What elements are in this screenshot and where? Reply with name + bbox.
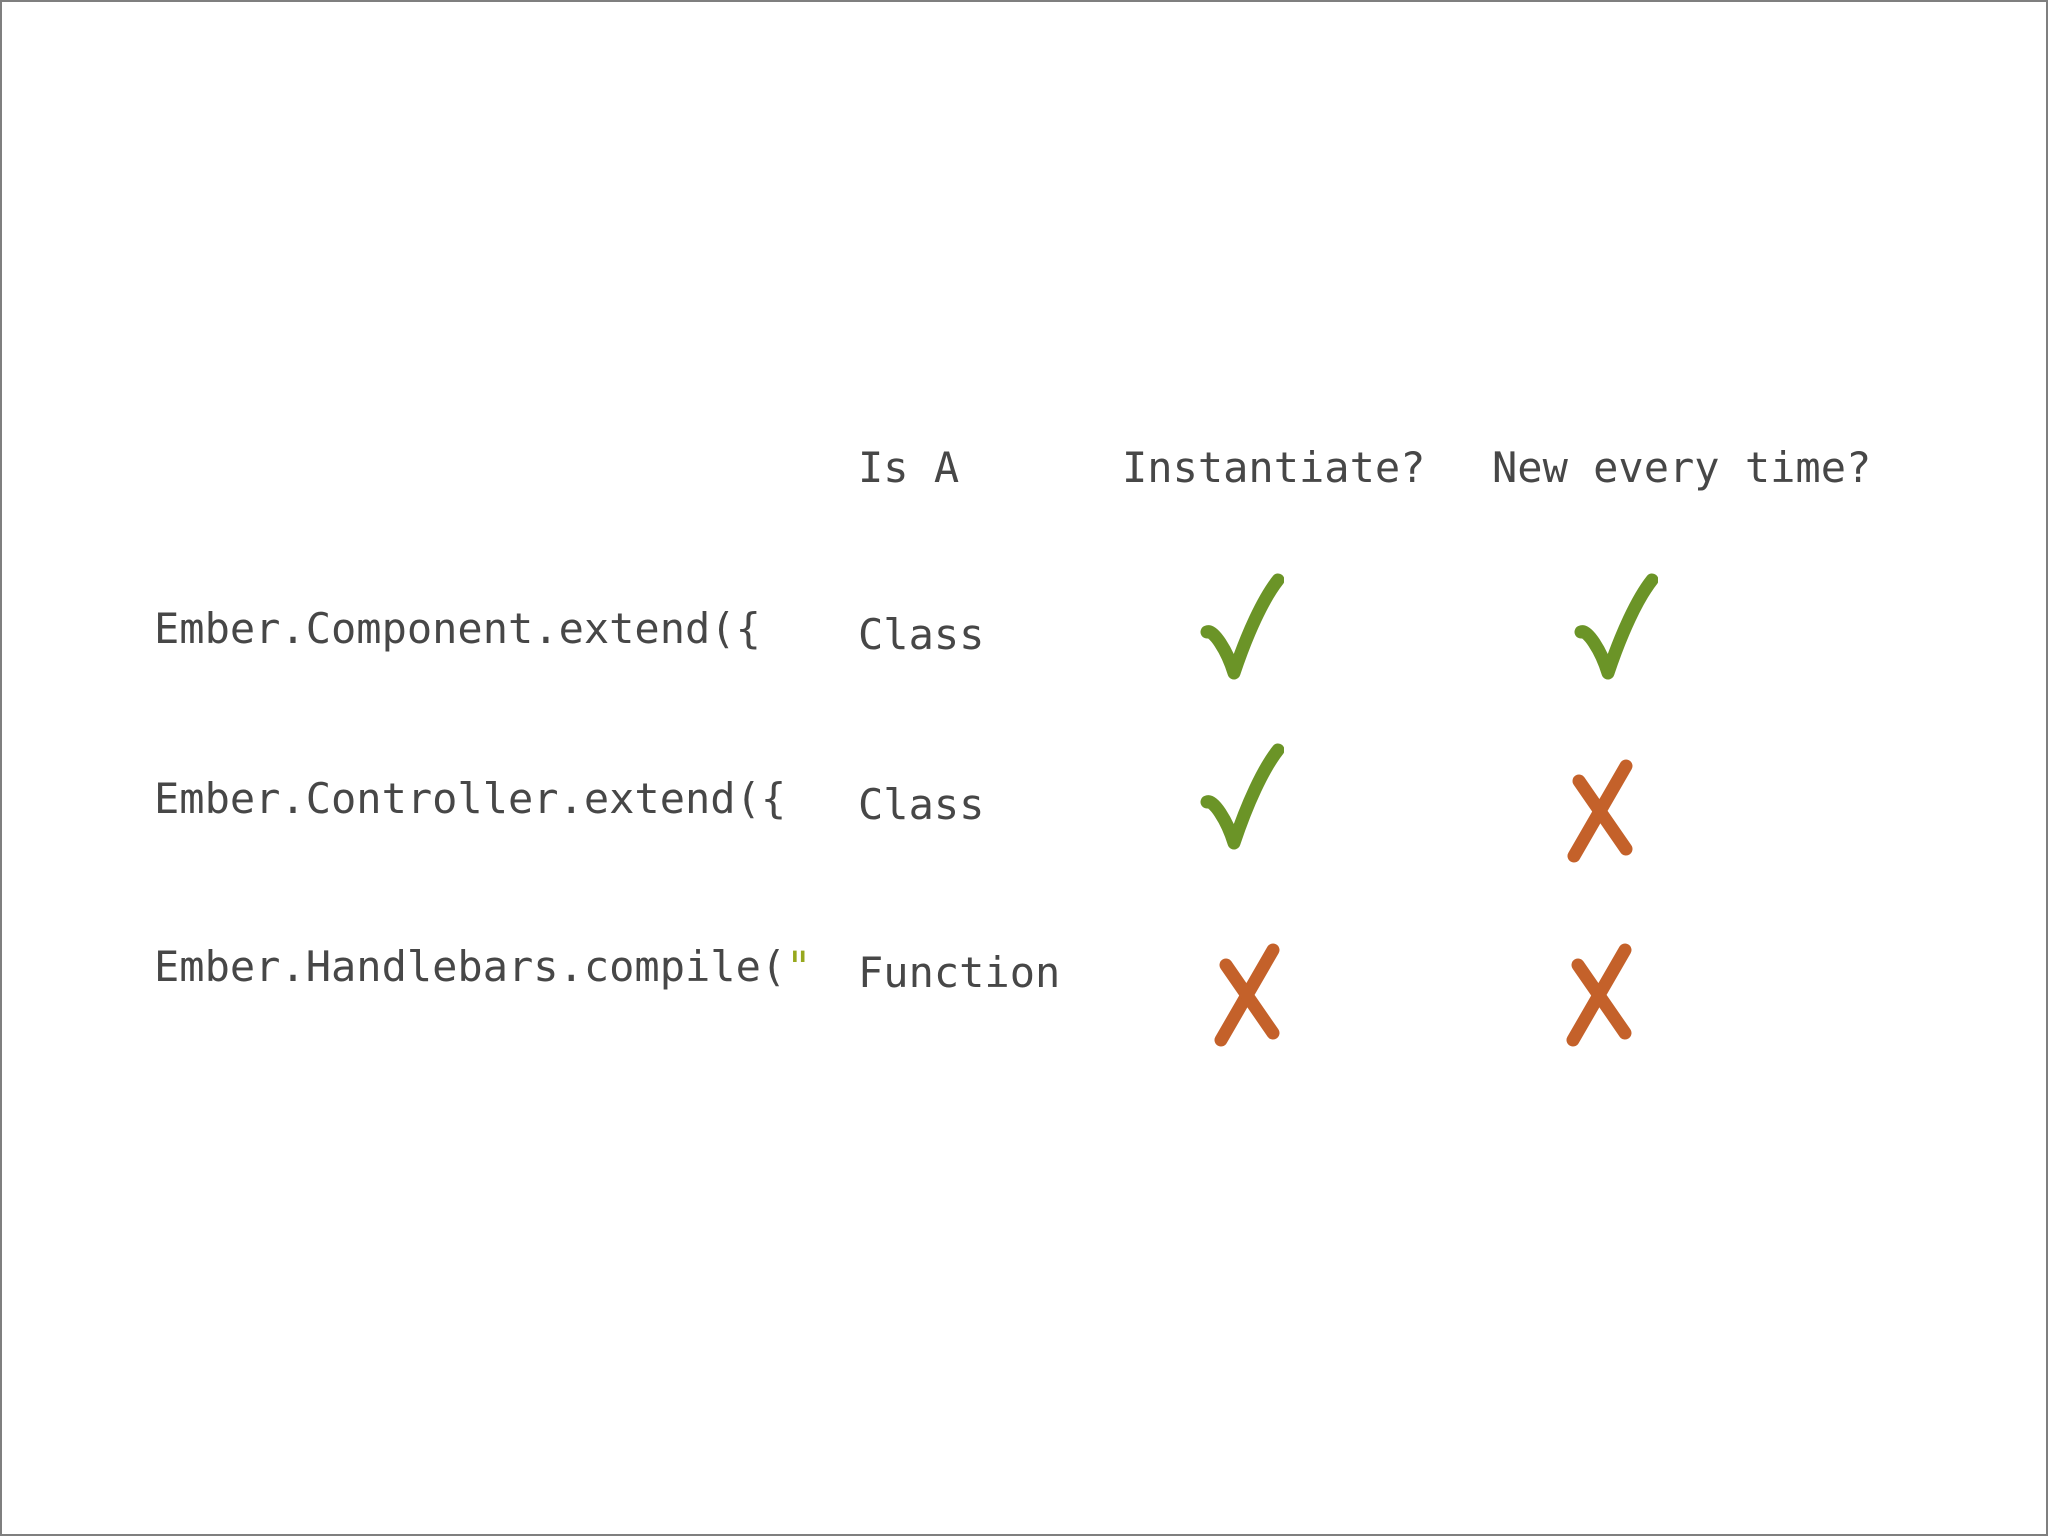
row-3-code-string-quote: " (786, 942, 812, 991)
row-3-is-a-value: Function (858, 948, 1061, 997)
row-3-code-label: Ember.Handlebars.compile(" (154, 941, 811, 993)
row-2-is-a-value: Class (858, 780, 985, 829)
column-header-instantiate: Instantiate? (1122, 443, 1426, 492)
row-3-instantiate-cross-icon (1209, 943, 1285, 1047)
row-3-new-every-time-cross-icon (1561, 943, 1637, 1047)
column-header-is-a: Is A (858, 443, 960, 492)
row-1-code-label: Ember.Component.extend({ (154, 603, 761, 655)
row-2-new-every-time-cross-icon (1562, 759, 1638, 863)
row-1-code-text: Ember.Component.extend({ (154, 604, 761, 653)
column-header-new-every-time: New every time? (1492, 443, 1872, 492)
row-1-new-every-time-check-icon (1574, 572, 1658, 680)
row-2-code-text: Ember.Controller.extend({ (154, 774, 787, 823)
row-2-instantiate-check-icon (1200, 742, 1284, 850)
row-2-code-label: Ember.Controller.extend({ (154, 773, 786, 825)
row-3-code-text: Ember.Handlebars.compile( (154, 942, 787, 991)
row-1-is-a-value: Class (858, 610, 985, 659)
row-1-instantiate-check-icon (1200, 572, 1284, 680)
